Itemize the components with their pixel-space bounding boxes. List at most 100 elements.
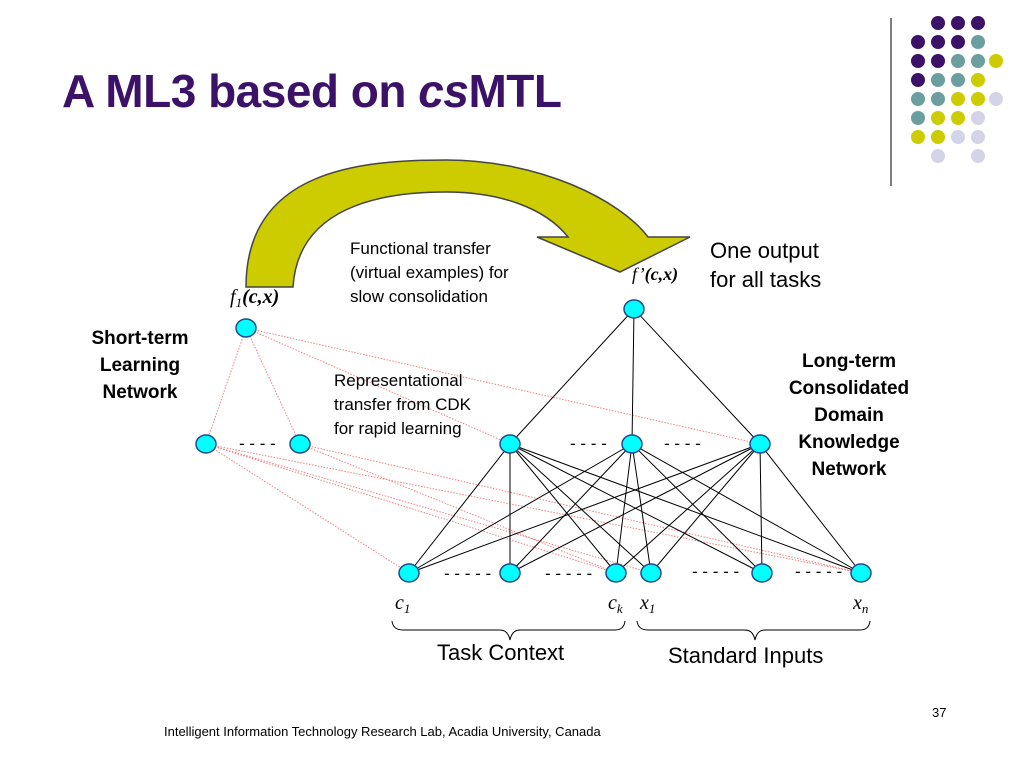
dashed-link	[299, 443, 617, 574]
task-context-brace	[391, 620, 626, 641]
task-context-input-node	[398, 563, 420, 583]
x1-label: x1	[640, 592, 656, 616]
decorative-dot	[931, 73, 945, 87]
footer-text: Intelligent Information Technology Resea…	[164, 724, 601, 739]
decorative-dot	[971, 92, 985, 106]
short-term-network-label: Short-term Learning Network	[91, 328, 189, 403]
decorative-dot	[931, 35, 945, 49]
decorative-dot	[951, 35, 965, 49]
decorative-dot	[931, 54, 945, 68]
standard-inputs-brace	[636, 620, 871, 641]
cdk-hidden-node	[499, 434, 521, 454]
consolidated-network-links	[408, 308, 862, 574]
solid-link	[633, 308, 761, 445]
decorative-dot	[989, 92, 1003, 106]
decorative-dot	[931, 16, 945, 30]
decorative-dot	[931, 111, 945, 125]
standard-inputs-label: Standard Inputs	[668, 643, 824, 668]
stl-hidden-node	[195, 434, 217, 454]
solid-link	[408, 443, 633, 574]
decorative-dot	[931, 130, 945, 144]
decorative-dot	[911, 54, 925, 68]
decorative-dot	[931, 149, 945, 163]
decorative-dot	[911, 92, 925, 106]
solid-link	[631, 443, 862, 574]
decorative-dot	[971, 35, 985, 49]
context-input-ellipsis-1: - - - - -	[444, 564, 492, 583]
task-context-label: Task Context	[437, 640, 565, 665]
context-input-ellipsis-2: - - - - -	[545, 564, 593, 583]
long-term-network-label: Long-term Consolidated Domain Knowledge …	[788, 351, 910, 480]
dashed-link	[205, 443, 652, 574]
ck-label: ck	[608, 592, 623, 616]
solid-link	[509, 443, 617, 574]
solid-link	[615, 443, 633, 574]
solid-link	[509, 443, 761, 574]
representational-transfer-links	[205, 327, 862, 574]
dashed-link	[205, 443, 617, 574]
solid-link	[408, 443, 511, 574]
stl-output-node	[235, 318, 257, 338]
solid-link	[615, 443, 761, 574]
xn-label: xn	[853, 592, 869, 616]
dashed-link	[245, 327, 301, 445]
solid-link	[631, 308, 635, 445]
standard-input-ellipsis-2: - - - - -	[795, 562, 843, 581]
dashed-link	[245, 327, 761, 445]
cdk-output-node	[623, 299, 645, 319]
solid-link	[631, 443, 652, 574]
decorative-dot	[971, 130, 985, 144]
title-prefix: A ML3 based on	[62, 65, 419, 117]
title-suffix: MTL	[468, 65, 562, 117]
decorative-dot	[911, 111, 925, 125]
page-number: 37	[932, 705, 947, 720]
solid-link	[408, 443, 761, 574]
decorative-dot	[971, 73, 985, 87]
dashed-link	[205, 327, 247, 445]
solid-link	[759, 443, 862, 574]
solid-link	[509, 443, 652, 574]
dashed-link	[245, 327, 511, 445]
representational-transfer-label: Representational transfer from CDK for r…	[334, 371, 471, 438]
decorative-dot	[951, 130, 965, 144]
decorative-dot	[951, 54, 965, 68]
solid-link	[509, 443, 633, 574]
decorative-dot	[971, 16, 985, 30]
solid-link	[759, 443, 763, 574]
decorative-dot	[951, 16, 965, 30]
slide-title: A ML3 based on csMTL	[62, 64, 562, 118]
decorative-dot	[911, 73, 925, 87]
dashed-link	[205, 443, 862, 574]
task-context-input-node	[499, 563, 521, 583]
title-italic: cs	[418, 65, 469, 117]
decorative-dot	[971, 54, 985, 68]
standard-input-node	[640, 563, 662, 583]
dashed-link	[205, 443, 410, 574]
decorative-dot	[971, 149, 985, 163]
task-context-input-node	[605, 563, 627, 583]
decorative-dot	[989, 54, 1003, 68]
cdk-hidden-ellipsis-1: - - - -	[570, 434, 607, 453]
decorative-dot	[951, 92, 965, 106]
cdk-hidden-ellipsis-2: - - - -	[664, 434, 701, 453]
fprime-output-label: f’(c,x)	[632, 264, 679, 284]
one-output-label: One output for all tasks	[710, 238, 822, 292]
solid-link	[631, 443, 763, 574]
decorative-dot	[971, 111, 985, 125]
c1-label: c1	[395, 592, 411, 616]
decorative-dot	[911, 35, 925, 49]
solid-link	[650, 443, 761, 574]
standard-input-node	[751, 563, 773, 583]
decorative-dot	[951, 111, 965, 125]
stl-hidden-ellipsis: - - - -	[239, 434, 276, 453]
decorative-dot	[931, 92, 945, 106]
decorative-dot-grid	[911, 16, 1003, 163]
f1-output-label: f1(c,x)	[230, 286, 280, 310]
cdk-hidden-node	[621, 434, 643, 454]
functional-transfer-label: Functional transfer (virtual examples) f…	[350, 239, 509, 306]
decorative-dot	[911, 130, 925, 144]
cdk-hidden-node	[749, 434, 771, 454]
decorative-dot	[951, 73, 965, 87]
stl-hidden-node	[289, 434, 311, 454]
